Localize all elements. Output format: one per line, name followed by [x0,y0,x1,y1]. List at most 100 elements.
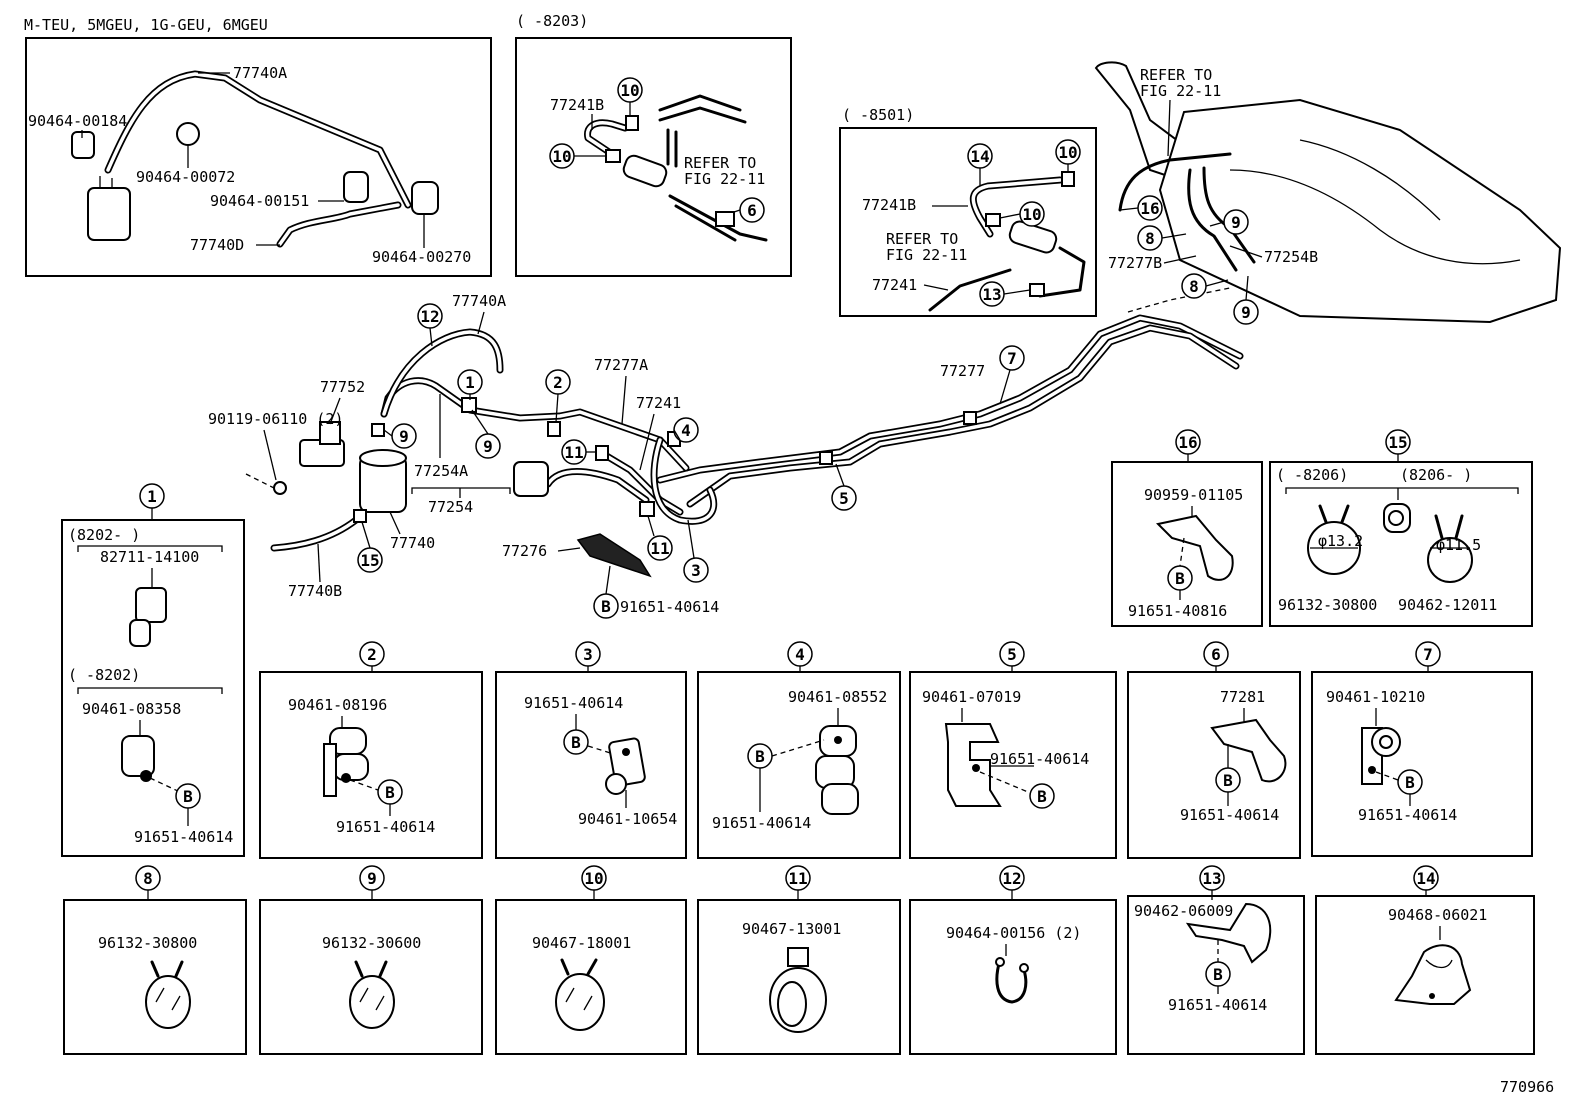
detail-11-part: 90467-13001 [742,920,841,938]
detail-13-callout: 13 [1202,869,1221,888]
detail-16-b-callout: B [1175,569,1185,588]
detail-12: 12 90464-00156 (2) [909,865,1117,1055]
detail-1-callout: 1 [147,487,157,506]
mteu-90464-00184-label: 90464-00184 [28,112,127,130]
callout-b-main-text: B [601,597,611,616]
main-77254a-label: 77254A [414,462,468,480]
detail-3-callout: 3 [583,645,593,664]
detail-2-part: 90461-08196 [288,696,387,714]
callout-9-c-text: 9 [399,427,409,446]
box8501-refer-line2: FIG 22-11 [886,246,967,264]
main-fuel-line-drawing [245,314,1244,578]
detail-6-part: 77281 [1220,688,1265,706]
detail-2: 2 90461-08196 B 91651-40614 [259,641,483,859]
callout-11-a-text: 11 [564,443,583,462]
detail-9-part: 96132-30600 [322,934,421,952]
detail-1-range-b: ( -8202) [68,666,140,684]
detail-3-b-callout: B [571,733,581,752]
callout-11-b-text: 11 [650,539,669,558]
detail-3-bolt: 91651-40614 [524,694,623,712]
figure-number: 770966 [1500,1078,1554,1096]
detail-5-bolt: 91651-40614 [990,750,1089,768]
callout-13-a-text: 13 [982,285,1001,304]
variant-label: M-TEU, 5MGEU, 1G-GEU, 6MGEU [24,16,268,34]
fuel-tank-drawing: 16 8 9 8 9 REFER TO FIG 22-11 77277B 772… [1094,61,1562,325]
canister-small-drawing [87,176,131,241]
detail-16-part: 90959-01105 [1144,486,1243,504]
callout-15-a-text: 15 [360,551,379,570]
box8203-refer-line2: FIG 22-11 [684,170,765,188]
main-77740b-label: 77740B [288,582,342,600]
detail-9-callout: 9 [367,869,377,888]
detail-4-b-callout: B [755,747,765,766]
detail-15-range-b: (8206- ) [1400,466,1472,484]
detail-10-callout: 10 [584,869,603,888]
callout-10-a-text: 10 [620,81,639,100]
detail-5-part: 90461-07019 [922,688,1021,706]
detail-1-part-b: 90461-08358 [82,700,181,718]
box8501-77241-label: 77241 [872,276,917,294]
main-91651-40614-label: 91651-40614 [620,598,719,616]
main-77740a-label: 77740A [452,292,506,310]
detail-7-b-callout: B [1405,773,1415,792]
main-77276-label: 77276 [502,542,547,560]
detail-6-b-callout: B [1223,771,1233,790]
tank-refer-line2: FIG 22-11 [1140,82,1221,100]
detail-1-range-a: (8202- ) [68,526,140,544]
detail-8: 8 96132-30800 [63,865,247,1055]
detail-15-part-b: 90462-12011 [1398,596,1497,614]
detail-16-callout: 16 [1178,433,1197,452]
detail-7-part: 90461-10210 [1326,688,1425,706]
detail-9: 9 96132-30600 [259,865,483,1055]
callout-7-a-text: 7 [1007,349,1017,368]
detail-4-bolt: 91651-40614 [712,814,811,832]
box8501-77241b-label: 77241B [862,196,916,214]
detail-3-part: 90461-10654 [578,810,677,828]
box-8203: 10 10 6 77241B REFER TO FIG 22-11 [515,37,792,277]
detail-11-callout: 11 [788,869,807,888]
detail-7-callout: 7 [1423,645,1433,664]
box8501-refer-line1: REFER TO [886,230,958,248]
detail-2-b-callout: B [385,783,395,802]
detail-16: 16 90959-01105 B 91651-40816 [1111,429,1263,627]
detail-7-bolt: 91651-40614 [1358,806,1457,824]
detail-11: 11 90467-13001 [697,865,901,1055]
detail-7: 7 90461-10210 B 91651-40614 [1311,641,1533,857]
callout-16-a-text: 16 [1140,199,1159,218]
tank-77277b-label: 77277B [1108,254,1162,272]
detail-4-callout: 4 [795,645,805,664]
detail-3: 3 91651-40614 B 90461-10654 [495,641,687,859]
detail-15-part-a: 96132-30800 [1278,596,1377,614]
callout-3-a-text: 3 [691,561,701,580]
box8203-refer-line1: REFER TO [684,154,756,172]
mteu-77740d-label: 77740D [190,236,244,254]
detail-5: 5 90461-07019 91651-40614 B [909,641,1117,859]
detail-14-part: 90468-06021 [1388,906,1487,924]
detail-6-callout: 6 [1211,645,1221,664]
main-77740-label: 77740 [390,534,435,552]
detail-8-callout: 8 [143,869,153,888]
callout-4-a-text: 4 [681,421,691,440]
detail-6: 6 77281 B 91651-40614 [1127,641,1301,859]
callout-1-a-text: 1 [465,373,475,392]
main-77254-label: 77254 [428,498,473,516]
mteu-77740a-label: 77740A [233,64,287,82]
detail-13-b-callout: B [1213,965,1223,984]
detail-5-b-callout: B [1037,787,1047,806]
detail-15-callout: 15 [1388,433,1407,452]
detail-1-part-a: 82711-14100 [100,548,199,566]
detail-4-part: 90461-08552 [788,688,887,706]
callout-12-a-text: 12 [420,307,439,326]
range-8501-label: ( -8501) [842,106,914,124]
detail-5-callout: 5 [1007,645,1017,664]
callout-10-b-text: 10 [552,147,571,166]
main-77277a-label: 77277A [594,356,648,374]
callout-6-a-text: 6 [747,201,757,220]
callout-14-a-text: 14 [970,147,989,166]
box-mteu: 77740A 90464-00184 90464-00072 90464-001… [25,37,492,277]
callout-8-b-text: 8 [1189,277,1199,296]
detail-10: 10 90467-18001 [495,865,687,1055]
callout-10-c-text: 10 [1058,143,1077,162]
detail-1-b-callout: B [183,787,193,806]
